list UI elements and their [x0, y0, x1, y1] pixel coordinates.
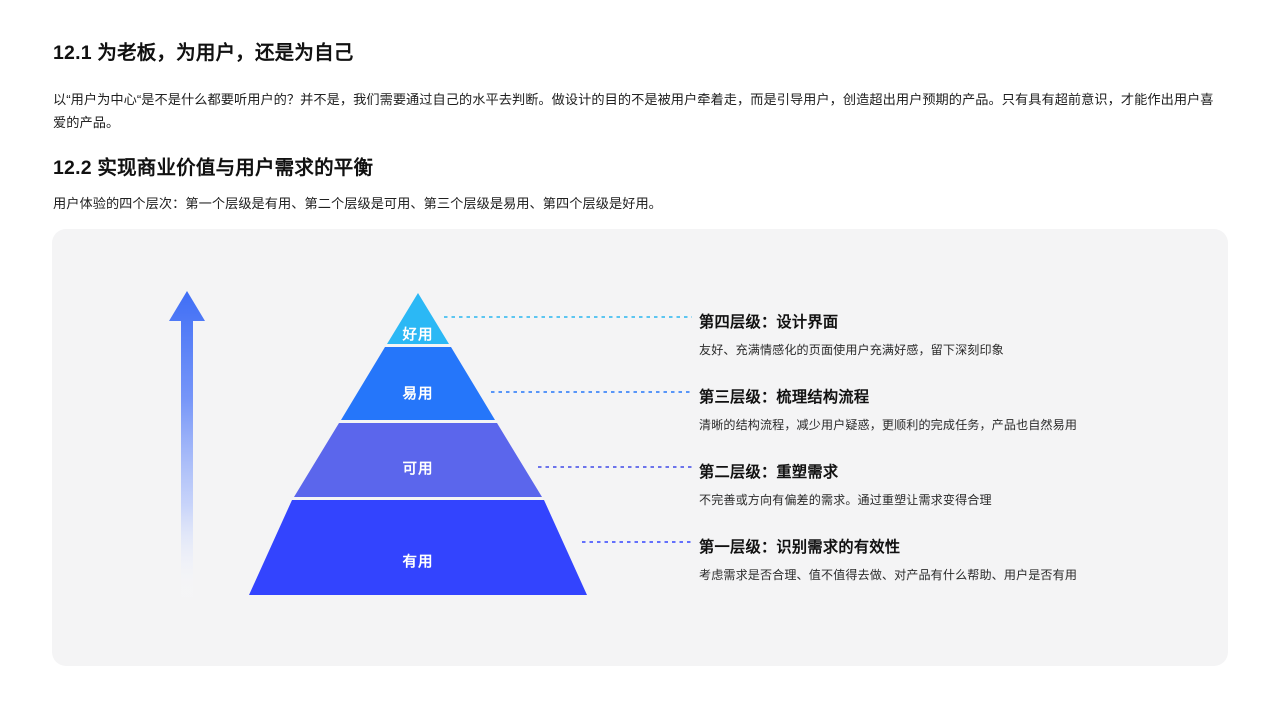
annotation-tier-3: 第三层级：梳理结构流程 清晰的结构流程，减少用户疑惑，更顺利的完成任务，产品也自… — [699, 385, 1077, 433]
pyramid-tier-base — [249, 500, 587, 595]
pyramid-tier-2 — [294, 423, 542, 497]
annotation-tier-2: 第二层级：重塑需求 不完善或方向有偏差的需求。通过重塑让需求变得合理 — [699, 460, 992, 508]
pyramid-tier-3 — [341, 347, 495, 420]
annotation-title-tier-2: 第二层级：重塑需求 — [699, 464, 839, 481]
pyramid-label-top: 好用 — [402, 327, 434, 344]
pyramid-tier-top — [387, 293, 449, 344]
pyramid-label-2: 可用 — [402, 461, 434, 478]
annotation-title-tier-4: 第四层级：设计界面 — [699, 314, 839, 331]
pyramid-label-base: 有用 — [402, 554, 434, 571]
annotation-tier-1: 第一层级：识别需求的有效性 考虑需求是否合理、值不值得去做、对产品有什么帮助、用… — [699, 535, 1077, 583]
annotation-desc-tier-4: 友好、充满情感化的页面使用户充满好感，留下深刻印象 — [699, 343, 1004, 357]
annotation-desc-tier-1: 考虑需求是否合理、值不值得去做、对产品有什么帮助、用户是否有用 — [699, 568, 1078, 582]
annotation-desc-tier-3: 清晰的结构流程，减少用户疑惑，更顺利的完成任务，产品也自然易用 — [699, 418, 1078, 432]
section-paragraph-12-1: 以“用户为中心“是不是什么都要听用户的？并不是，我们需要通过自己的水平去判断。做… — [53, 92, 1214, 130]
section-paragraph-12-2: 用户体验的四个层次：第一个层级是有用、第二个层级是可用、第三个层级是易用、第四个… — [53, 196, 662, 211]
up-arrow-icon — [164, 289, 210, 599]
annotation-title-tier-3: 第三层级：梳理结构流程 — [699, 389, 870, 406]
annotation-title-tier-1: 第一层级：识别需求的有效性 — [699, 539, 901, 556]
annotation-tier-4: 第四层级：设计界面 友好、充满情感化的页面使用户充满好感，留下深刻印象 — [699, 310, 1004, 358]
pyramid-diagram: 好用 易用 可用 有用 — [52, 229, 1228, 666]
section-heading-12-1: 12.1 为老板，为用户，还是为自己 — [53, 42, 354, 64]
pyramid-label-3: 易用 — [402, 386, 434, 403]
section-heading-12-2: 12.2 实现商业价值与用户需求的平衡 — [53, 157, 374, 179]
diagram-card: 好用 易用 可用 有用 第四层级：设计界面 友好、充满情感化的页面使用户充满好感… — [52, 229, 1228, 666]
annotation-desc-tier-2: 不完善或方向有偏差的需求。通过重塑让需求变得合理 — [699, 493, 992, 507]
